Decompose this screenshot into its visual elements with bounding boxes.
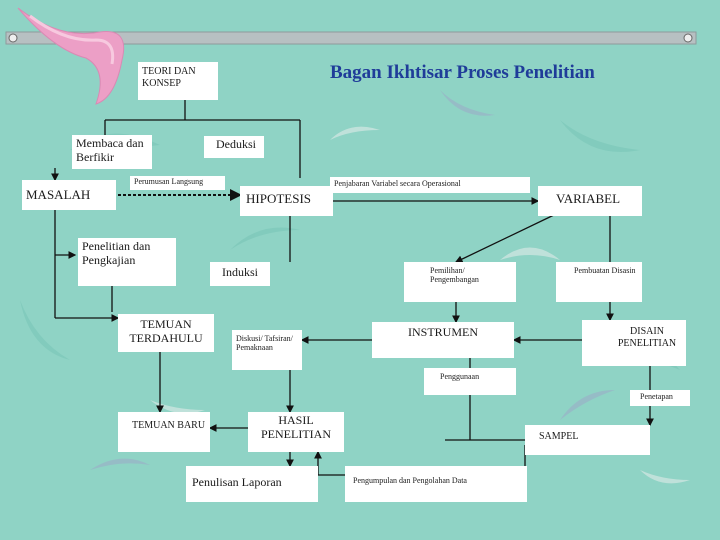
node-temuan-terdahulu: TEMUAN TERDAHULU xyxy=(118,314,214,352)
node-penulisan: Penulisan Laporan xyxy=(186,466,318,502)
node-membaca: Membaca dan Berfikir xyxy=(72,135,152,169)
node-penetapan: Penetapan xyxy=(630,390,690,406)
node-pengumpulan: Pengumpulan dan Pengolahan Data xyxy=(345,466,527,502)
node-teori: TEORI DAN KONSEP xyxy=(138,62,218,100)
node-hipotesis: HIPOTESIS xyxy=(240,186,333,216)
node-pembuatan: Pembuatan Disasin xyxy=(556,262,642,302)
node-hasil: HASIL PENELITIAN xyxy=(248,412,344,452)
node-induksi: Induksi xyxy=(210,262,270,286)
node-temuan-baru: TEMUAN BARU xyxy=(118,412,210,452)
node-penggunaan: Penggunaan xyxy=(424,368,516,395)
node-deduksi: Deduksi xyxy=(204,136,264,158)
node-sampel: SAMPEL xyxy=(525,425,650,455)
node-diskusi: Diskusi/ Tafsiran/ Pemaknaan xyxy=(232,330,302,370)
node-pemilihan: Pemilihan/ Pengembangan xyxy=(404,262,516,302)
node-penelitian: Penelitian dan Pengkajian xyxy=(78,238,176,286)
diagram-title: Bagan Ikhtisar Proses Penelitian xyxy=(330,62,595,83)
node-variabel: VARIABEL xyxy=(538,186,642,216)
node-perumusan: Perumusan Langsung xyxy=(130,176,225,190)
node-disain: DISAIN PENELITIAN xyxy=(582,320,686,366)
node-instrumen: INSTRUMEN xyxy=(372,322,514,358)
node-masalah: MASALAH xyxy=(22,180,116,210)
node-penjabaran: Penjabaran Variabel secara Operasional xyxy=(330,177,530,193)
